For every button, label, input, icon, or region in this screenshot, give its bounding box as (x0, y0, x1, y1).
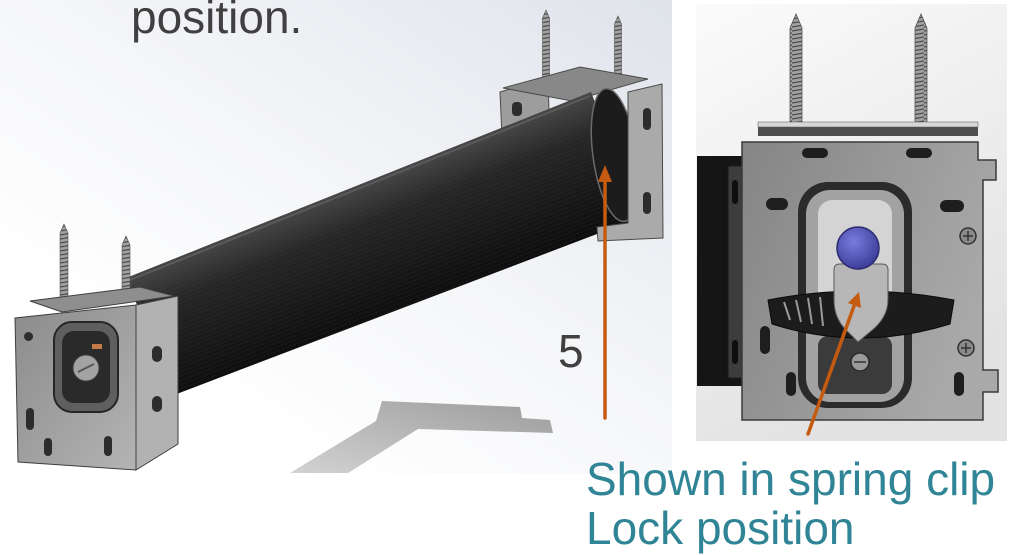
detail-side-flange-slot (732, 340, 738, 364)
far-bracket-hole (512, 102, 522, 116)
near-bracket-inner-plate (135, 295, 179, 471)
far-bracket-top-flange (502, 66, 649, 102)
near-bracket (14, 223, 179, 471)
near-bracket-slot (26, 408, 34, 430)
floor-shadow (290, 401, 553, 473)
far-bracket-side (596, 83, 664, 242)
detail-slot (766, 198, 788, 210)
detail-screw-left (789, 12, 803, 127)
spring-clip-detail-render (696, 4, 1007, 441)
spring-clip-rib (795, 299, 802, 323)
detail-screw-right (914, 12, 928, 127)
caption-line-1: Shown in spring clip (586, 453, 996, 505)
roller-tube (126, 87, 640, 395)
step-number-label: 5 (558, 325, 584, 377)
spring-clip-knob (836, 226, 880, 270)
detail-slot (760, 326, 770, 354)
near-bracket-inner-hole (152, 396, 162, 412)
near-bracket-clip-accent (92, 344, 102, 349)
heading-text-fragment: position. (131, 0, 303, 43)
tube-highlight (129, 95, 591, 281)
detail-slot (954, 372, 964, 396)
step-arrow-head (598, 165, 612, 182)
detail-arrow-head (848, 292, 861, 308)
near-screw-left (59, 223, 69, 301)
near-bracket-slot (104, 436, 112, 456)
detail-arrow-shaft (806, 304, 856, 436)
detail-side-flange-slot (732, 180, 738, 204)
far-bracket-slot (643, 192, 651, 214)
spring-clip-rib (783, 301, 791, 321)
spring-clip-rib (807, 297, 813, 325)
detail-arrow (806, 292, 861, 436)
roller-assembly-render (0, 0, 672, 474)
detail-top-flange (758, 126, 978, 136)
far-bracket-slot (643, 108, 651, 130)
near-bracket-top-flange (29, 286, 175, 313)
near-bracket-hub-slot (77, 363, 95, 373)
step-arrow (598, 165, 612, 420)
near-bracket-inner-hole (152, 346, 162, 362)
far-screw-left (542, 9, 550, 87)
tube-fabric-texture (126, 92, 639, 395)
caption-line-2: Lock position (586, 502, 855, 554)
spring-clip-rib (819, 296, 824, 327)
detail-slot (802, 148, 828, 158)
detail-top-flange-edge (757, 121, 979, 128)
near-bracket-hole (24, 332, 33, 341)
detail-slot (940, 200, 964, 212)
near-bracket-slot (44, 438, 52, 456)
detail-slot (786, 372, 796, 396)
detail-slot (906, 148, 932, 158)
